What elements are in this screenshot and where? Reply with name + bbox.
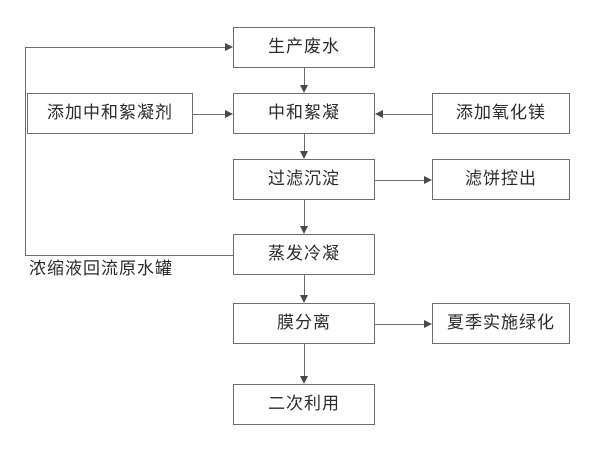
arrowhead-into-neutralize-flocculate (299, 85, 308, 93)
edge-membrane-to-secondary-reuse (304, 344, 305, 376)
edge-evaporate-to-loop (25, 255, 234, 256)
arrowhead-magnesium-into-neutralize (375, 109, 383, 118)
arrowhead-flocculant-into-neutralize (225, 109, 233, 118)
node-summer-greening[interactable]: 夏季实施绿化 (432, 303, 570, 344)
arrowhead-into-production-wastewater (225, 42, 233, 51)
edge-magnesium-oxide-to-neutralize (383, 114, 432, 115)
edge-label-concentrate-return: 浓缩液回流原水罐 (29, 259, 173, 279)
arrowhead-into-filter-cake-discharge (424, 175, 432, 184)
node-membrane-separation[interactable]: 膜分离 (233, 303, 375, 344)
edge-filter-to-filter-cake (375, 180, 424, 181)
node-evaporate-condense[interactable]: 蒸发冷凝 (233, 234, 375, 275)
edge-loop-to-production-wastewater (25, 47, 225, 48)
edge-loop-riser (25, 47, 26, 256)
edge-flocculant-to-neutralize (193, 114, 225, 115)
node-neutralize-flocculate[interactable]: 中和絮凝 (233, 93, 375, 134)
arrowhead-into-secondary-reuse (299, 376, 308, 384)
arrowhead-into-membrane-separation (299, 295, 308, 303)
arrowhead-into-filter-precipitate (299, 151, 308, 159)
node-add-flocculant[interactable]: 添加中和絮凝剂 (27, 93, 193, 134)
edge-evaporate-to-membrane (304, 275, 305, 295)
edge-filter-to-evaporate (304, 200, 305, 226)
node-secondary-reuse[interactable]: 二次利用 (233, 384, 375, 425)
arrowhead-into-summer-greening (424, 319, 432, 328)
edge-membrane-to-summer-greening (375, 324, 424, 325)
node-filter-cake-discharge[interactable]: 滤饼控出 (432, 159, 570, 200)
node-production-wastewater[interactable]: 生产废水 (233, 27, 375, 68)
edge-production-wastewater-to-neutralize (304, 68, 305, 85)
arrowhead-into-evaporate-condense (299, 226, 308, 234)
node-filter-precipitate[interactable]: 过滤沉淀 (233, 159, 375, 200)
node-add-magnesium-oxide[interactable]: 添加氧化镁 (432, 93, 570, 134)
edge-neutralize-to-filter (304, 134, 305, 151)
